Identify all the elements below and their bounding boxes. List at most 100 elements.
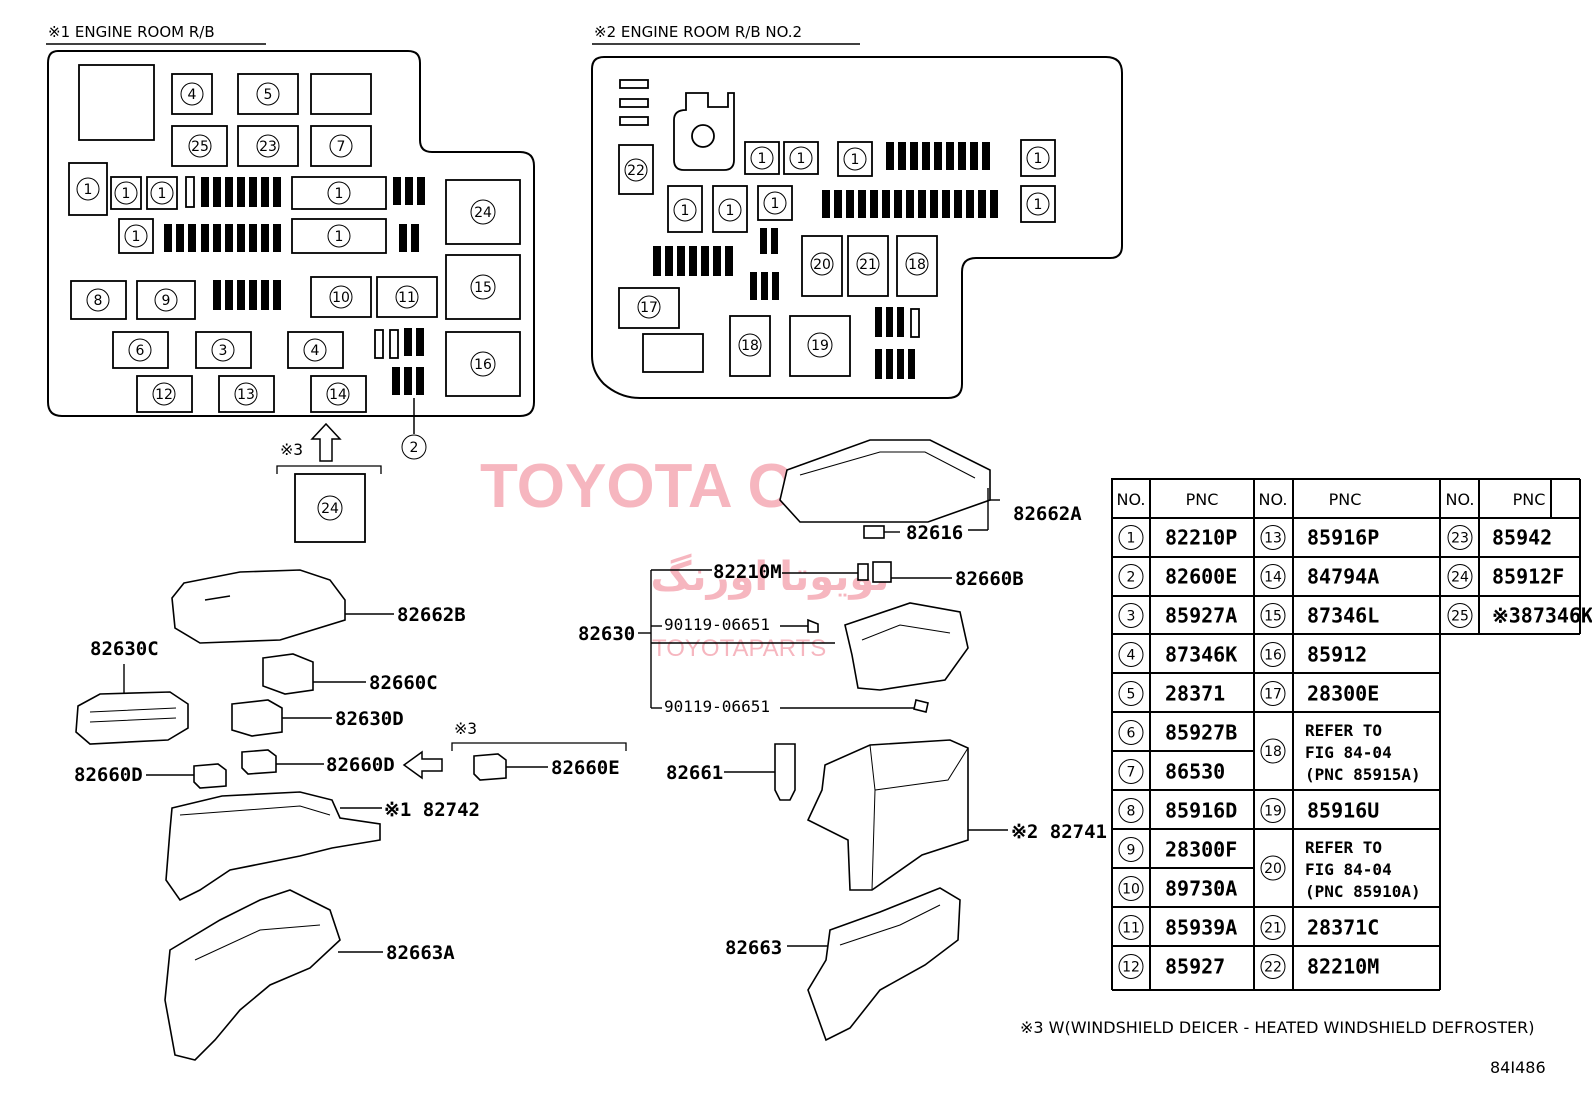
svg-text:10: 10 (332, 290, 350, 306)
svg-text:2: 2 (410, 440, 419, 456)
callout-82660D-left: 82660D (74, 764, 143, 786)
svg-text:24: 24 (321, 501, 339, 517)
svg-text:17: 17 (640, 300, 658, 316)
svg-text:18: 18 (908, 257, 926, 273)
engine-room-rb1-layout: 4 5 25 23 7 1 1 1 1 24 1 1 8 9 (47, 50, 535, 543)
table-col1-no-8: 9 (1127, 843, 1136, 859)
refer18-no: 18 (1264, 744, 1282, 760)
table-col1-no-circle-11 (1118, 954, 1144, 979)
svg-text:20: 20 (813, 257, 831, 273)
table-col2-no-0: 13 (1264, 531, 1282, 547)
svg-text:1: 1 (681, 203, 690, 219)
svg-text:1: 1 (335, 186, 344, 202)
svg-text:1: 1 (1034, 197, 1043, 213)
table-col1-pnc-7: 85916D (1165, 799, 1237, 823)
svg-text:18: 18 (741, 338, 759, 354)
svg-text:1: 1 (158, 186, 167, 202)
callout-82210M: 82210M (713, 561, 782, 583)
svg-text:24: 24 (474, 205, 492, 221)
table-col1-no-circle-2 (1118, 603, 1144, 628)
svg-text:11: 11 (398, 290, 416, 306)
table-col1-pnc-6: 86530 (1165, 760, 1225, 784)
table-col3-no-circle-2 (1447, 603, 1473, 628)
watermark-arabic: تویوتا اورنگ (651, 553, 890, 600)
table-col1-no-circle-3 (1118, 642, 1144, 667)
table-col2-no-3: 16 (1264, 648, 1282, 664)
svg-text:1: 1 (758, 151, 767, 167)
rb2-exploded-parts: 82662A 82616 82210M 82660B 82630 90119-0… (578, 439, 1107, 1042)
table-col1-no-3: 4 (1127, 648, 1136, 664)
callout-82662B: 82662B (397, 604, 466, 626)
svg-text:15: 15 (474, 280, 492, 296)
table-col1-no-circle-4 (1118, 681, 1144, 706)
table-col1-no-5: 6 (1127, 726, 1136, 742)
callout-82663: 82663 (725, 937, 782, 959)
table-col2-pnc-7: 82210M (1307, 955, 1379, 979)
footnote: ※3 W(WINDSHIELD DEICER - HEATED WINDSHIE… (1020, 1018, 1535, 1037)
table-col2-pnc-4: 28300E (1307, 682, 1379, 706)
refer20-line2: FIG 84-04 (1305, 860, 1392, 879)
table-col1-no-2: 3 (1127, 609, 1136, 625)
svg-text:4: 4 (311, 343, 320, 359)
svg-text:21: 21 (859, 257, 877, 273)
table-col1-pnc-11: 85927 (1165, 955, 1225, 979)
svg-text:1: 1 (771, 196, 780, 212)
table-col1-no-9: 10 (1122, 882, 1140, 898)
table-col1-no-circle-6 (1118, 759, 1144, 784)
mark-3b: ※3 (454, 719, 477, 738)
callout-82616: 82616 (906, 522, 963, 544)
rb2-title: ※2 ENGINE ROOM R/B NO.2 (594, 23, 802, 41)
table-col2-no-4: 17 (1264, 687, 1282, 703)
table-header-pnc-1: PNC (1186, 490, 1219, 509)
mark-3a: ※3 (280, 440, 303, 459)
callout-82661: 82661 (666, 762, 723, 784)
svg-text:1: 1 (797, 151, 806, 167)
table-col2-no-circle-3 (1260, 642, 1286, 667)
table-col2-no-2: 15 (1264, 609, 1282, 625)
callout-82662A: 82662A (1013, 503, 1082, 525)
table-col1-no-circle-0 (1118, 525, 1144, 550)
refer18-line3: (PNC 85915A) (1305, 765, 1421, 784)
table-col1-pnc-8: 28300F (1165, 838, 1237, 862)
callout-82660E: 82660E (551, 757, 620, 779)
svg-text:8: 8 (94, 293, 103, 309)
svg-text:1: 1 (726, 203, 735, 219)
callout-82741: ※2 82741 (1011, 821, 1107, 843)
table-col1-no-4: 5 (1127, 687, 1136, 703)
callout-82663A: 82663A (386, 942, 455, 964)
table-header-pnc-2: PNC (1329, 490, 1362, 509)
table-col2-no-circle-4 (1260, 681, 1286, 706)
svg-text:4: 4 (188, 87, 197, 103)
table-col1-no-6: 7 (1127, 765, 1136, 781)
svg-text:7: 7 (337, 139, 346, 155)
engine-room-rb2-layout: 22 1 1 1 1 1 1 1 1 20 21 18 17 18 19 (591, 56, 1123, 399)
table-col1-no-10: 11 (1122, 921, 1140, 937)
table-col1-pnc-5: 85927B (1165, 721, 1237, 745)
table-col2-no-circle-6 (1260, 915, 1286, 940)
table-col3-no-1: 24 (1451, 570, 1469, 586)
refer20-no: 20 (1264, 861, 1282, 877)
callout-82630: 82630 (578, 623, 635, 645)
table-col1-no-circle-1 (1118, 564, 1144, 589)
table-col2-no-6: 21 (1264, 921, 1282, 937)
callout-82742: ※1 82742 (384, 799, 480, 821)
table-header-pnc-3: PNC (1513, 490, 1546, 509)
table-col1-no-7: 8 (1127, 804, 1136, 820)
table-col1-pnc-3: 87346K (1165, 643, 1237, 667)
svg-text:13: 13 (237, 387, 255, 403)
svg-text:12: 12 (155, 387, 173, 403)
table-header-no-3: NO. (1446, 490, 1475, 509)
table-col2-no-circle-0 (1260, 525, 1286, 550)
table-col1-pnc-2: 85927A (1165, 604, 1237, 628)
table-col2-no-circle-1 (1260, 564, 1286, 589)
svg-text:1: 1 (1034, 151, 1043, 167)
svg-text:5: 5 (264, 87, 273, 103)
svg-text:1: 1 (851, 152, 860, 168)
table-col2-no-7: 22 (1264, 960, 1282, 976)
table-col2-pnc-6: 28371C (1307, 916, 1379, 940)
table-col3-no-circle-1 (1447, 564, 1473, 589)
rb1-title: ※1 ENGINE ROOM R/B (48, 23, 215, 41)
